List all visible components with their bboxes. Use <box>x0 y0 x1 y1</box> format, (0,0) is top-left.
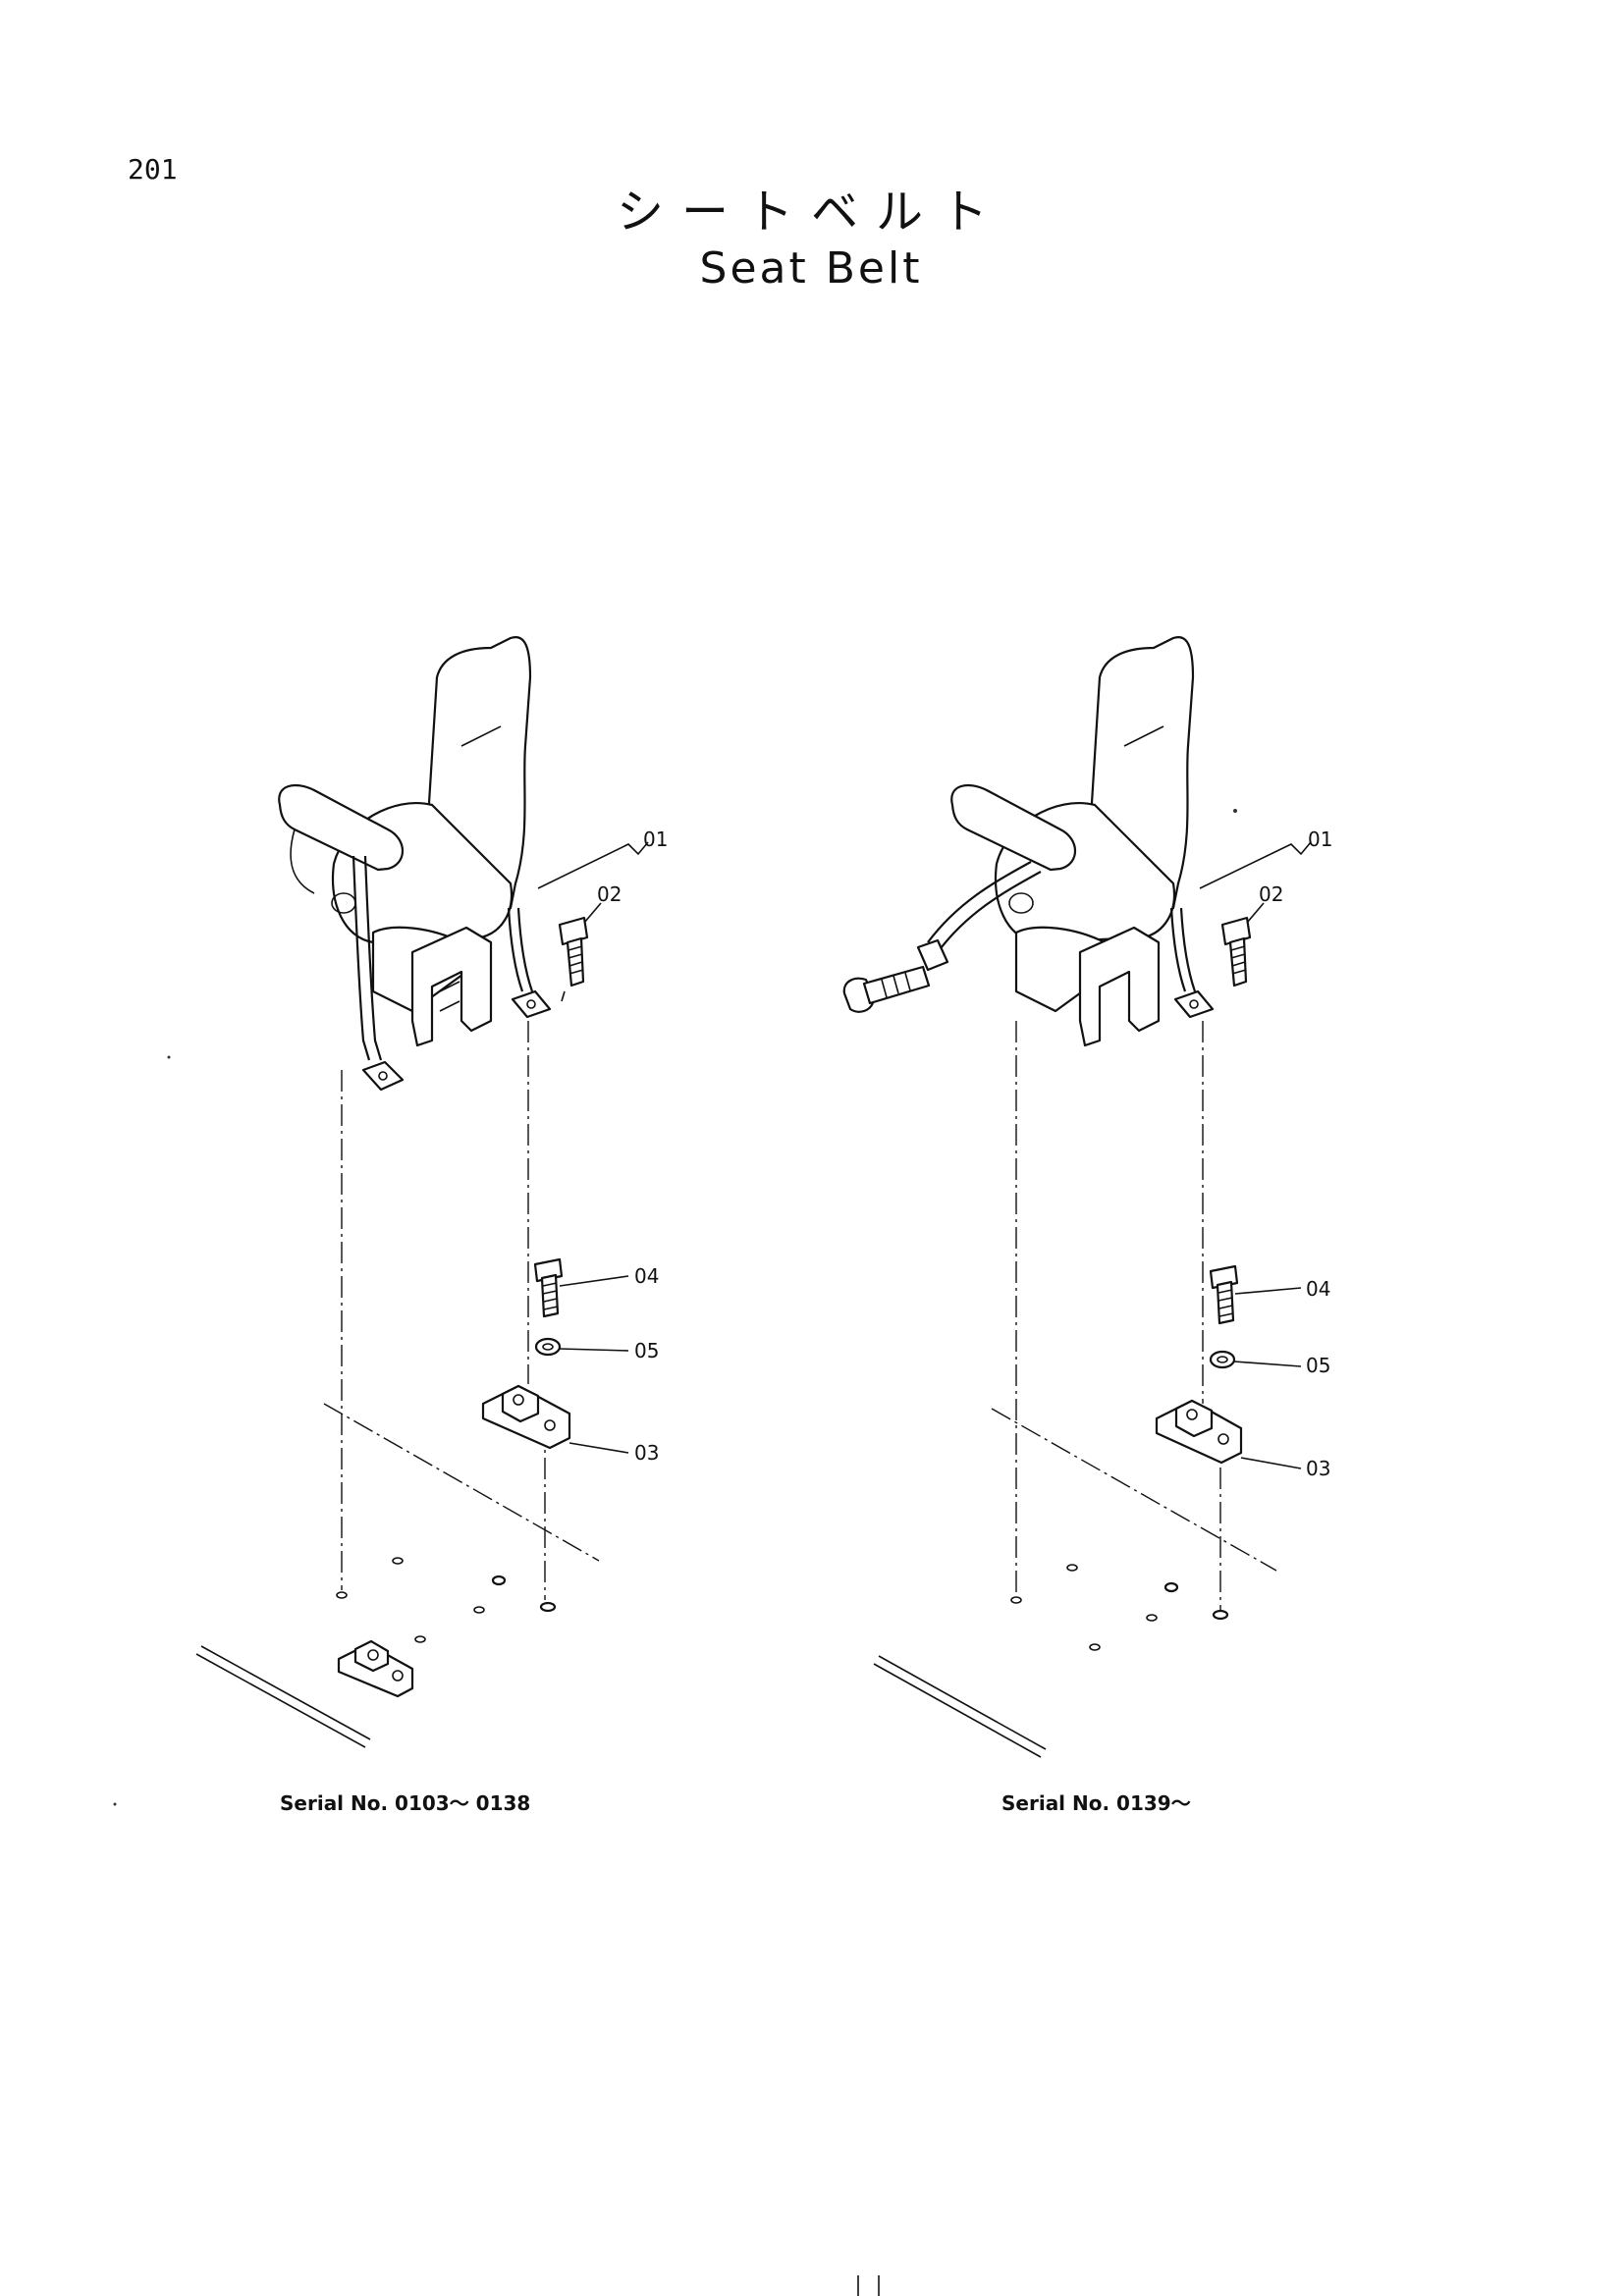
title-japanese: シートベルト <box>617 185 1005 240</box>
bolt-02-right <box>1220 916 1252 988</box>
callout-04-right: 04 <box>1306 1277 1330 1301</box>
bracket-03-left <box>481 1384 571 1450</box>
bolt-large-right <box>842 965 931 1013</box>
callout-05-right: 05 <box>1306 1354 1330 1377</box>
bracket-03-right <box>1155 1399 1243 1465</box>
scan-marks <box>113 809 1237 2296</box>
belt-strap-right <box>507 907 534 992</box>
belt-anchor-right <box>511 989 552 1019</box>
washer-05-right <box>1209 1350 1236 1369</box>
belt-strap-left <box>352 855 383 1061</box>
bolt-02-left <box>558 916 589 988</box>
callout-03-left: 03 <box>634 1441 659 1465</box>
washer-05-left <box>534 1337 562 1357</box>
bolt-04-left <box>533 1257 564 1318</box>
belt-strap-right <box>1169 907 1197 992</box>
serial-label-left: Serial No. 0103～ 0138 <box>280 1791 530 1815</box>
belt-anchor-left <box>361 1060 405 1092</box>
diagram-right: 01 02 04 05 03 <box>842 635 1332 1815</box>
callout-03-right: 03 <box>1306 1457 1330 1480</box>
seat-right <box>950 635 1195 1047</box>
callout-02-right: 02 <box>1259 882 1283 906</box>
callout-04-left: 04 <box>634 1264 659 1288</box>
callout-01-left: 01 <box>643 828 668 851</box>
diagram-left: 01 02 04 05 03 <box>195 635 668 1815</box>
title-english: Seat Belt <box>700 243 923 294</box>
callout-01-right: 01 <box>1308 828 1332 851</box>
page-number: 201 <box>128 153 178 186</box>
callout-05-left: 05 <box>634 1339 659 1362</box>
seat-left <box>278 635 532 1047</box>
belt-strap-left <box>927 861 1042 953</box>
callout-02-left: 02 <box>597 882 622 906</box>
bracket-spare-left <box>337 1639 414 1698</box>
bolt-04-right <box>1209 1264 1239 1325</box>
serial-label-right: Serial No. 0139～ <box>1001 1791 1191 1815</box>
belt-anchor-right <box>1173 989 1215 1019</box>
